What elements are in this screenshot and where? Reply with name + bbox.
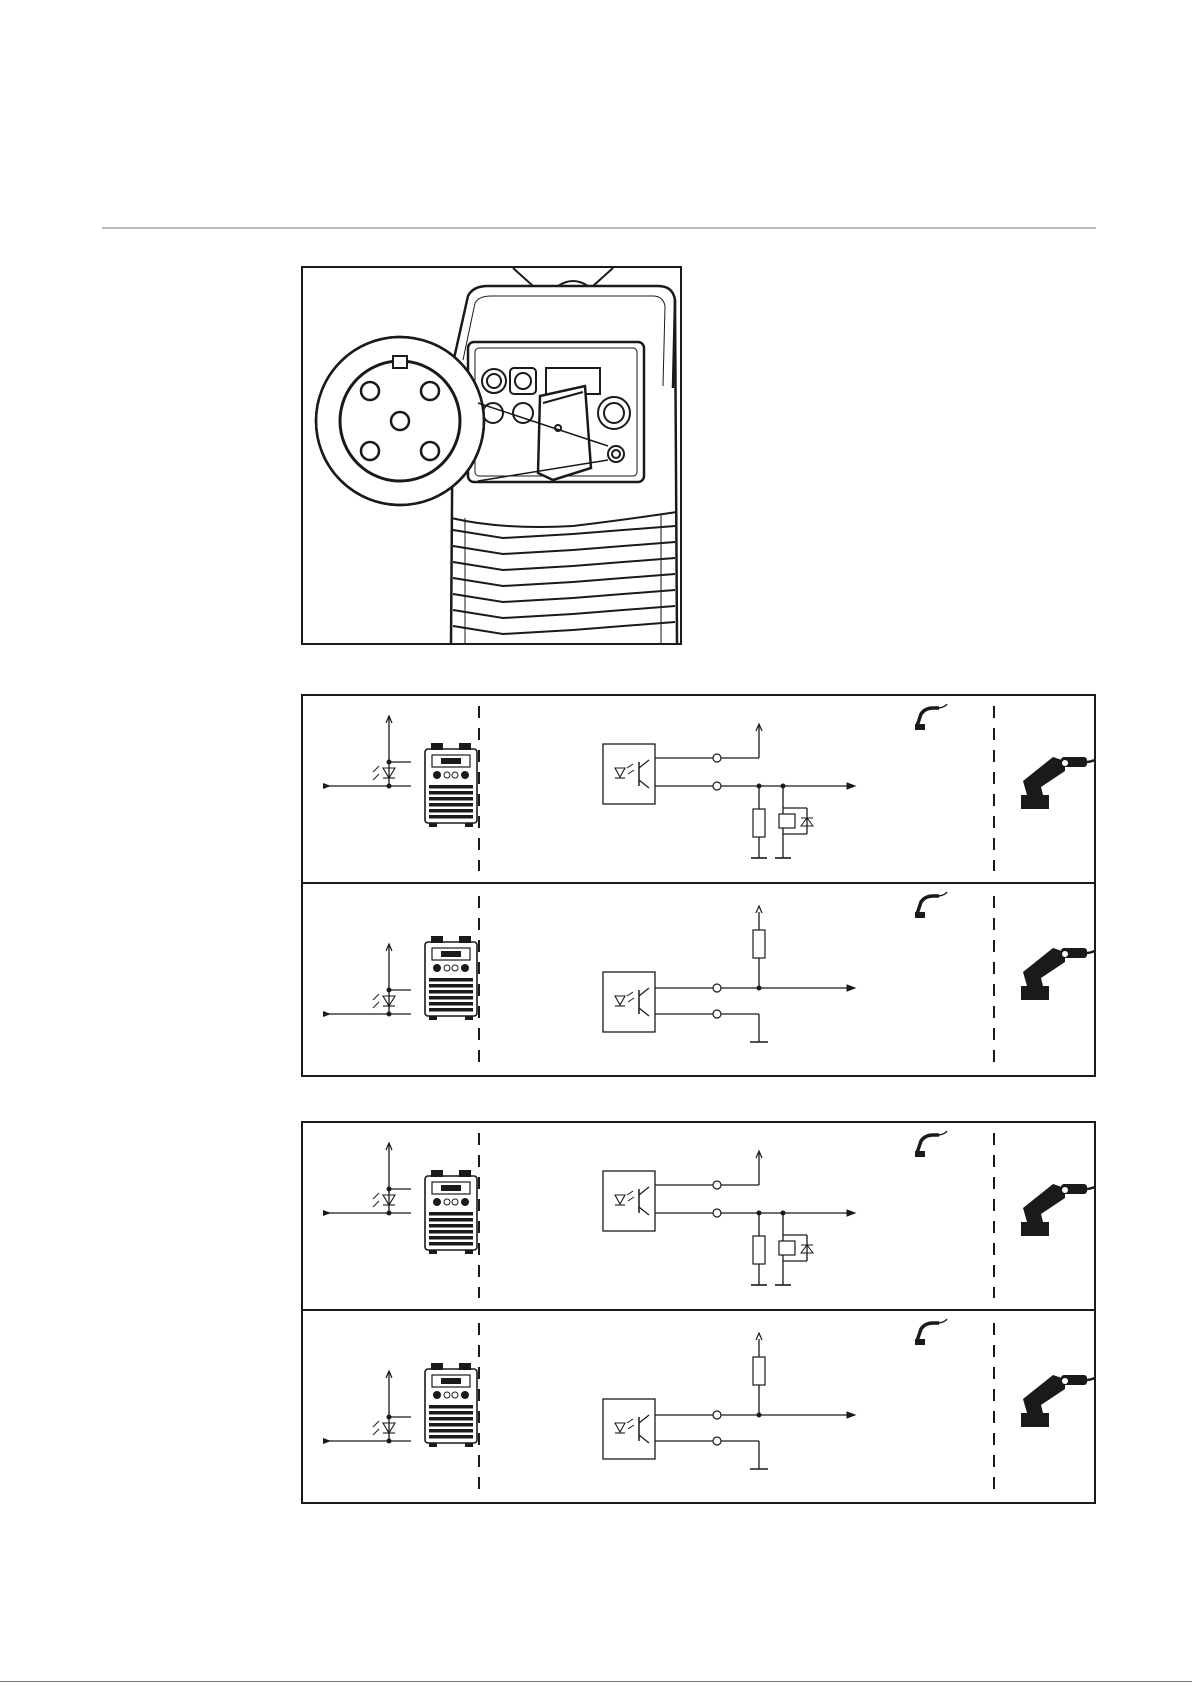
optocoupler-icon — [603, 744, 655, 804]
torch-icon — [915, 1319, 947, 1345]
power-source-icon — [425, 743, 477, 827]
robot-icon — [1021, 1182, 1094, 1236]
panel-relay-output — [303, 704, 1094, 883]
wiring-diagram-2 — [301, 1121, 1096, 1504]
torch-icon — [915, 704, 947, 730]
socket-illustration — [301, 266, 682, 645]
power-source-icon — [425, 1363, 477, 1447]
optocoupler-icon — [603, 972, 655, 1032]
torch-icon — [915, 892, 947, 918]
robot-icon — [1021, 946, 1094, 1000]
power-source-socket-detail-icon — [303, 268, 680, 643]
wiring-diagram-1 — [301, 694, 1096, 1077]
input-led-circuit — [323, 716, 411, 789]
panel-pullup-output — [323, 892, 1094, 1064]
header-rule — [102, 227, 1096, 229]
wiring-diagram-2-svg — [303, 1123, 1094, 1502]
panel-pullup-output — [323, 1319, 1094, 1491]
robot-icon — [1021, 1373, 1094, 1427]
panel-relay-output — [303, 1131, 1094, 1310]
input-led-circuit — [323, 944, 411, 1017]
input-led-circuit — [323, 1371, 411, 1444]
torch-icon — [915, 1131, 947, 1157]
input-led-circuit — [323, 1143, 411, 1216]
power-source-icon — [425, 1170, 477, 1254]
wiring-diagram-1-svg — [303, 696, 1094, 1075]
robot-icon — [1021, 755, 1094, 809]
optocoupler-icon — [603, 1399, 655, 1459]
optocoupler-icon — [603, 1171, 655, 1231]
footer-rule — [0, 1681, 1192, 1682]
power-source-icon — [425, 936, 477, 1020]
